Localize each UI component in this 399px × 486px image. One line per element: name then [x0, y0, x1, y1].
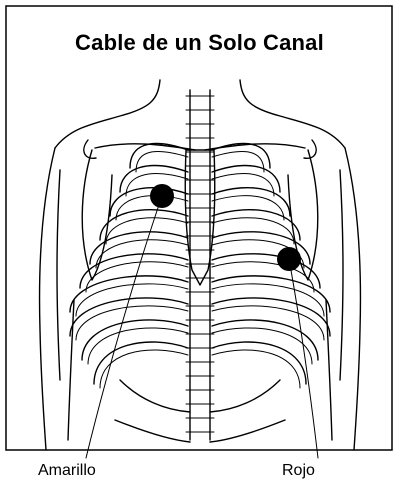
- diagram-title: Cable de un Solo Canal: [0, 30, 399, 56]
- frame-border: [6, 6, 392, 450]
- label-rojo: Rojo: [282, 462, 315, 480]
- label-amarillo: Amarillo: [38, 462, 96, 480]
